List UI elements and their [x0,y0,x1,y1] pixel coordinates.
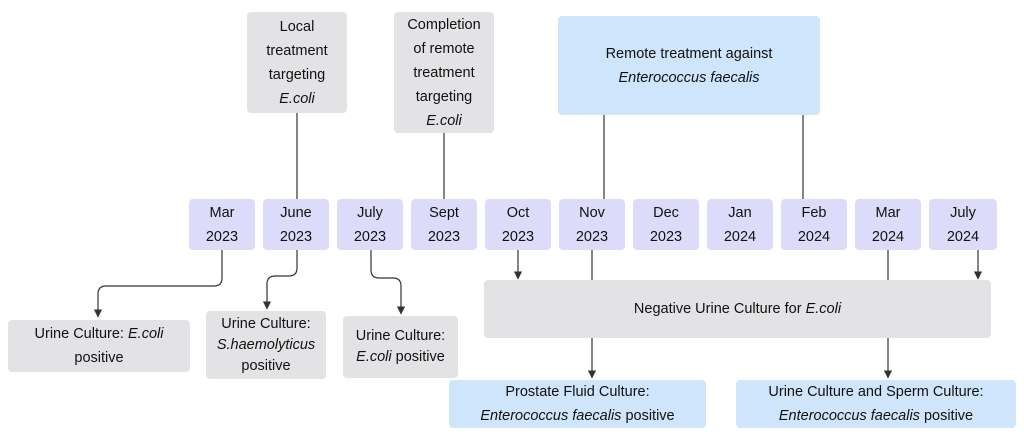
urine-sperm-result-line: Enterococcus faecalis positive [779,404,973,428]
date-month: Jan [728,204,752,221]
completion-line-2: of remote [413,40,475,57]
urine-culture-result: positive [241,357,291,374]
urine-culture-label: Urine Culture: [221,315,311,332]
date-year: 2024 [871,228,905,245]
urine-culture-ecoli-box-1: Urine Culture: E.coli positive [8,320,190,372]
date-july-2023: July 2023 [337,199,403,250]
date-year: 2023 [649,228,683,245]
date-month: Sept [429,204,459,221]
remote-treatment-enterococcus-box: Remote treatment against Enterococcus fa… [558,16,820,115]
date-feb-2024: Feb 2024 [781,199,847,250]
date-month: Oct [506,204,530,221]
date-month: Nov [579,204,605,221]
date-month: July [950,204,976,221]
negative-urine-prefix: Negative Urine Culture for [633,301,806,317]
local-treatment-box: Local treatment targeting E.coli [247,12,347,113]
date-mar-2023: Mar 2023 [189,199,255,250]
urine-culture-result: positive [391,349,445,365]
prostate-fluid-result: positive [621,408,675,424]
date-year: 2023 [427,228,461,245]
remote-treatment-organism: Enterococcus faecalis [618,69,760,86]
local-treatment-line-2: treatment [266,42,328,59]
date-year: 2023 [501,228,535,245]
urine-sperm-result: positive [919,408,974,424]
urine-culture-ecoli-box-2: Urine Culture: E.coli positive [343,316,458,378]
urine-culture-label: Urine Culture: [355,328,446,344]
date-mar-2024: Mar 2024 [855,199,921,250]
negative-urine-culture-box: Negative Urine Culture for E.coli [484,280,991,338]
date-month: Mar [875,204,901,221]
date-july-2024: July 2024 [929,199,997,250]
urine-sperm-culture-box: Urine Culture and Sperm Culture: Enteroc… [736,380,1016,428]
negative-urine-organism: E.coli [805,301,842,317]
completion-organism: E.coli [426,112,462,129]
completion-line-1: Completion [407,16,481,33]
urine-culture-result: positive [74,350,124,366]
prostate-fluid-culture-box: Prostate Fluid Culture: Enterococcus fae… [449,380,706,428]
date-year: 2024 [946,228,980,245]
local-treatment-organism: E.coli [279,90,315,107]
date-year: 2023 [353,228,387,245]
urine-culture-organism: E.coli [128,326,164,342]
completion-line-4: targeting [415,88,473,105]
urine-culture-organism: S.haemolyticus [216,336,316,353]
date-jan-2024: Jan 2024 [707,199,773,250]
date-sept-2023: Sept 2023 [411,199,477,250]
completion-remote-treatment-box: Completion of remote treatment targeting… [394,12,494,133]
date-month: Mar [209,204,235,221]
urine-sperm-organism: Enterococcus faecalis [778,408,920,424]
date-month: Feb [801,204,827,221]
urine-culture-prefix: Urine Culture: [34,326,128,342]
urine-culture-organism: E.coli [356,349,392,365]
urine-culture-shaemolyticus-box: Urine Culture: S.haemolyticus positive [206,311,326,379]
negative-urine-text: Negative Urine Culture for E.coli [634,297,841,321]
date-year: 2023 [279,228,313,245]
date-year: 2024 [797,228,831,245]
prostate-fluid-organism: Enterococcus faecalis [480,408,622,424]
remote-treatment-line-1: Remote treatment against [605,45,773,62]
date-month: July [357,204,383,221]
local-treatment-line-1: Local [279,18,315,35]
date-month: Dec [653,204,679,221]
date-year: 2023 [205,228,239,245]
date-year: 2024 [723,228,757,245]
date-june-2023: June 2023 [263,199,329,250]
local-treatment-line-3: targeting [268,66,326,83]
prostate-fluid-label: Prostate Fluid Culture: [505,384,650,400]
urine-culture-result-line: E.coli positive [356,347,445,368]
urine-culture-ecoli-line-1: Urine Culture: E.coli [35,322,164,346]
date-dec-2023: Dec 2023 [633,199,699,250]
completion-line-3: treatment [413,64,475,81]
date-nov-2023: Nov 2023 [559,199,625,250]
date-oct-2023: Oct 2023 [485,199,551,250]
prostate-fluid-result-line: Enterococcus faecalis positive [480,404,674,428]
date-year: 2023 [575,228,609,245]
date-month: June [280,204,312,221]
urine-sperm-label: Urine Culture and Sperm Culture: [768,384,984,400]
